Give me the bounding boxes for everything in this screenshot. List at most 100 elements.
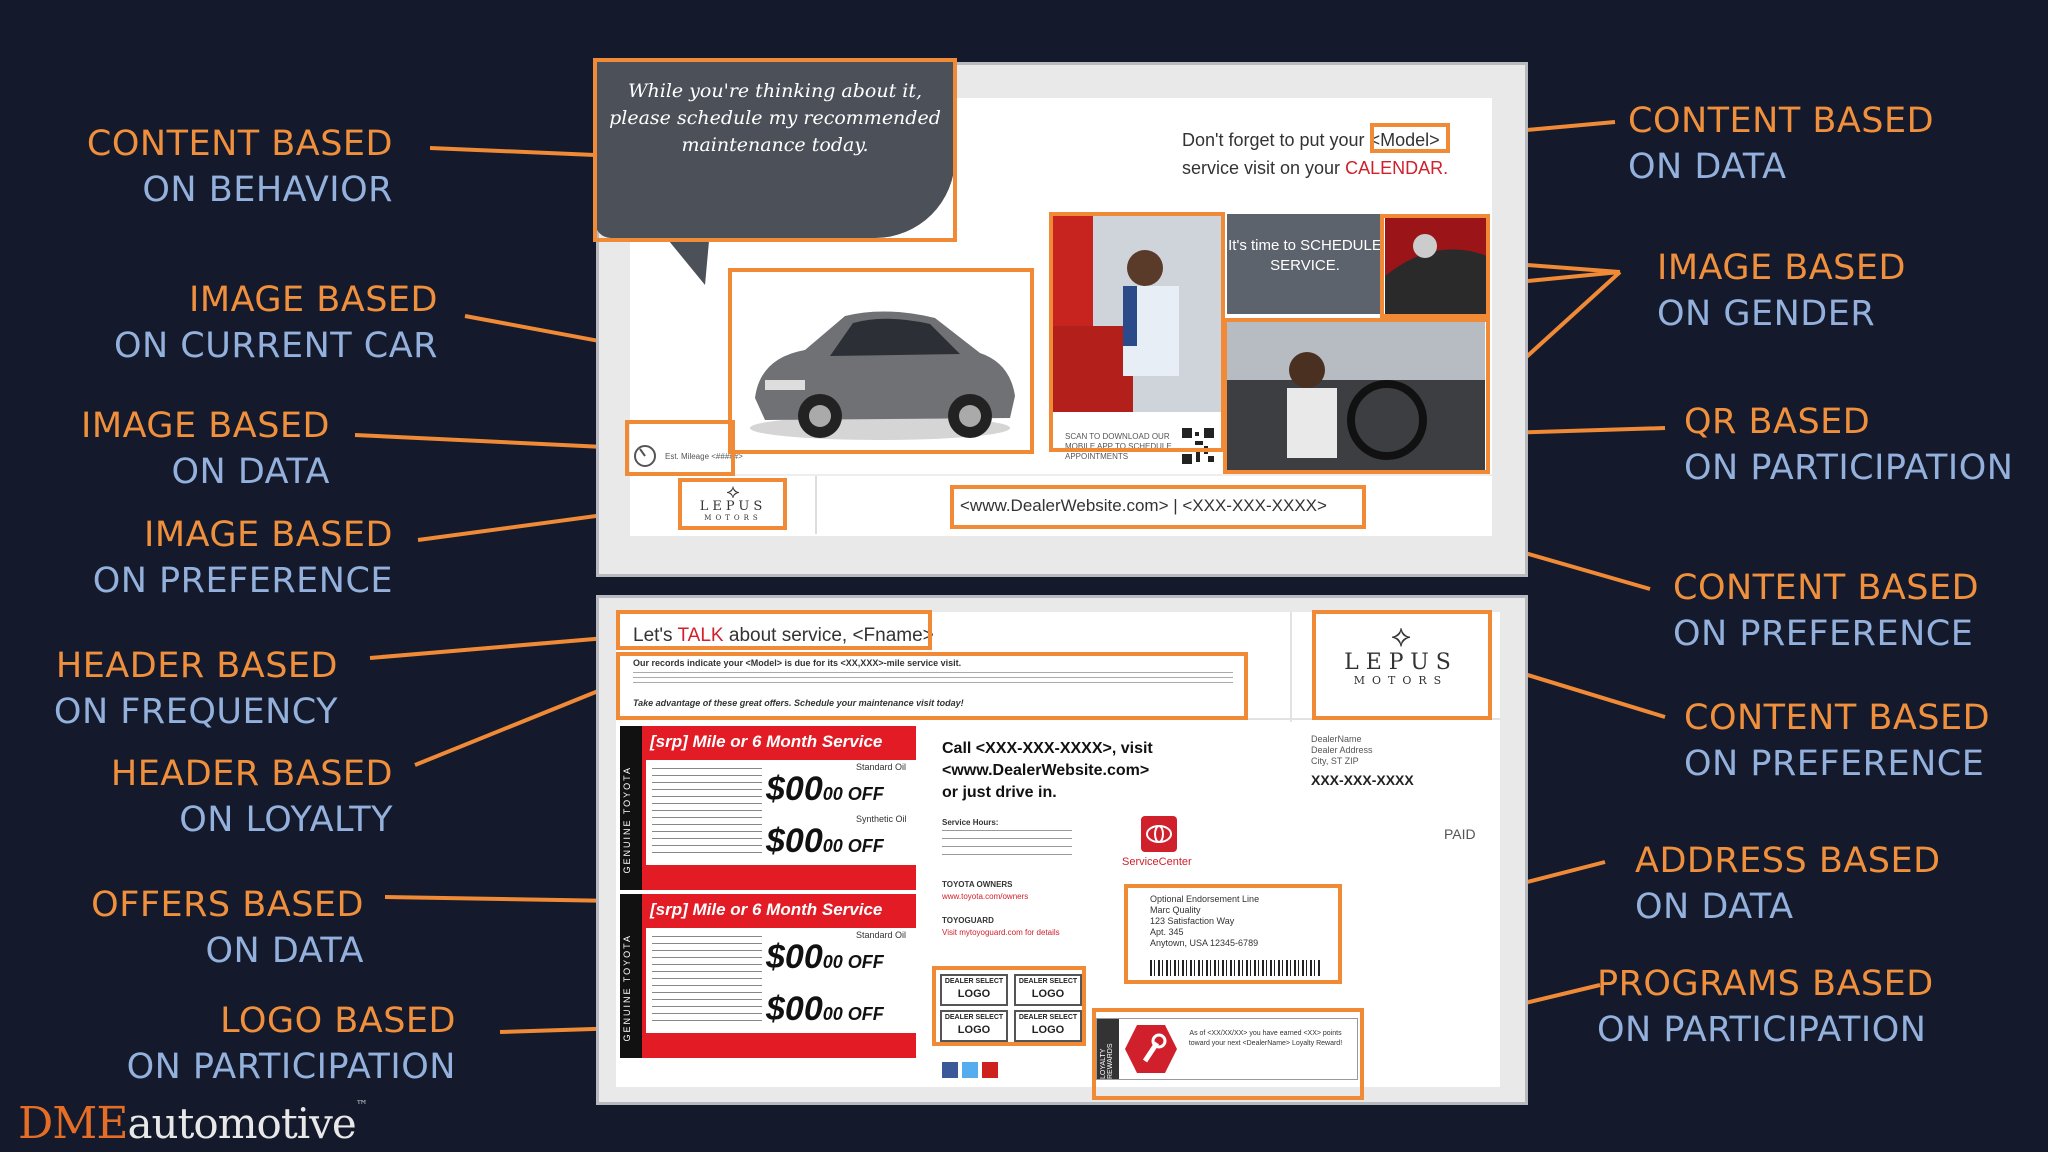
dme-word: DME [18,1098,128,1149]
coupon-side-bar [620,894,642,1058]
logo-mark: ⟡ [726,479,740,503]
calendar-text: Don't forget to put your [1182,130,1365,150]
price-dollars: $00 [766,770,823,808]
label-line: ON GENDER [1657,294,1876,334]
logo-top: DEALER SELECT [944,1014,1004,1021]
label-image-based-on-current-car: IMAGE BASED ON CURRENT CAR [60,277,438,369]
label-line: CONTENT BASED [1673,568,1980,608]
label-line: ON PREFERENCE [92,561,393,601]
dealer-select-logo: DEALER SELECT LOGO [940,1010,1008,1042]
divider [1290,612,1292,722]
coupon-2: GENUINE TOYOTA [srp] Mile or 6 Month Ser… [620,894,926,1058]
dealer-city: City, ST ZIP [1311,756,1359,766]
label-image-based-on-data: IMAGE BASED ON DATA [40,403,330,495]
divider [630,474,1492,476]
logo-word: LEPUS [699,499,767,514]
highlight-gender-2 [1380,214,1490,318]
label-content-based-on-preference: CONTENT BASED ON PREFERENCE [1673,565,1979,657]
coupon-title: [srp] Mile or 6 Month Service [650,900,883,919]
body-text: Our records indicate your <Model> is due… [633,658,962,668]
label-header-based-on-frequency: HEADER BASED ON FREQUENCY [40,643,338,735]
coupon-fine-print [652,936,762,1026]
toyota-owners: TOYOTA OWNERS [942,880,1013,889]
label-line: IMAGE BASED [144,515,393,555]
schedule-service-box: It's time to SCHEDULE SERVICE. [1227,214,1383,314]
label-line: IMAGE BASED [189,280,438,320]
website-phone: <www.DealerWebsite.com> | <XXX-XXX-XXXX> [960,496,1327,515]
label-line: HEADER BASED [55,646,338,686]
label-line: OFFERS BASED [91,885,364,925]
dealer-phone: XXX-XXX-XXXX [1311,772,1414,788]
driver-photo [1227,320,1485,470]
label-header-based-on-loyalty: HEADER BASED ON LOYALTY [60,751,393,843]
label-content-based-on-data: CONTENT BASED ON DATA [1628,98,1934,190]
coupon-label: Standard Oil [856,930,907,940]
service-hours-title: Service Hours: [942,818,999,827]
coupon-label: Standard Oil [856,762,907,772]
header-text: Let's [633,625,673,646]
address-line: Anytown, USA 12345-6789 [1150,938,1259,948]
price-cents: 00 OFF [822,952,884,972]
coupon-price: $0000 OFF [766,990,884,1029]
label-line: ON DATA [1628,147,1787,187]
label-line: ON PARTICIPATION [1684,448,2014,488]
highlight-loyalty [616,652,1248,720]
logo-top: DEALER SELECT [944,978,1004,985]
logo-main: LOGO [1031,1024,1065,1036]
offer-cta: Take advantage of these great offers. Sc… [633,698,964,708]
car-image [750,311,1015,440]
model-placeholder: <Model> [1369,130,1440,150]
body-text-lines [633,672,1233,686]
back-header: Let's TALK about service, <Fname> [633,625,934,647]
logo-mark: ⟡ [1391,619,1411,654]
coupon-title: [srp] Mile or 6 Month Service [650,732,883,751]
highlight-model [1370,123,1450,153]
label-line: CONTENT BASED [1684,698,1991,738]
label-line: QR BASED [1684,402,1871,442]
loyalty-text: As of <XX/XX/XX> you have earned <XX> po… [1188,1030,1343,1047]
logo-top: DEALER SELECT [1018,978,1078,985]
label-line: IMAGE BASED [1657,248,1906,288]
address-line: Apt. 345 [1150,927,1184,937]
mechanic-photo [1053,216,1221,412]
qr-caption: SCAN TO DOWNLOAD OUR MOBILE APP TO SCHED… [1065,432,1172,461]
logo-main: LOGO [957,1024,991,1036]
logo-sub: MOTORS [1353,674,1449,687]
address-line: 123 Satisfaction Way [1150,916,1235,926]
twitter-icon [962,1062,978,1078]
toyota-owners-url: www.toyota.com/owners [942,892,1029,901]
label-line: ON PARTICIPATION [1597,1010,1927,1050]
service-hours-lines [942,830,1072,860]
label-line: ON PREFERENCE [1684,744,1985,784]
speech-bubble-tail [660,230,710,285]
label-line: ON PREFERENCE [1673,614,1974,654]
mailing-address: Optional Endorsement Line Marc Quality 1… [1150,894,1259,949]
highlight-data [625,420,735,476]
label-line: CONTENT BASED [1628,101,1935,141]
automotive-word: automotive [127,1099,356,1148]
mileage-text: Est. Mileage <#####> [665,452,743,461]
highlight-gender-3 [1223,318,1490,474]
label-line: CONTENT BASED [86,124,393,164]
coupon-price: $0000 OFF [766,822,884,861]
header-text: about service, <Fname> [728,625,934,646]
logo-main: LOGO [957,988,991,1000]
qr-code [1180,426,1216,466]
highlight-address [1124,884,1342,984]
divider [815,474,817,534]
gauge-icon [634,445,656,467]
wrench-icon [1125,1025,1177,1073]
coupon-side-text: GENUINE TOYOTA [622,766,632,874]
highlight-current-car [728,268,1034,454]
coupon-fine-print [652,768,762,858]
highlight-logos [932,966,1086,1046]
label-offers-based-on-data: OFFERS BASED ON DATA [60,882,364,974]
service-center-label: ServiceCenter [1122,856,1192,868]
price-cents: 00 OFF [822,1004,884,1024]
coupon-body: Standard Oil $0000 OFF $0000 OFF [646,928,926,1033]
logo-word: LEPUS [1344,650,1458,675]
coupon-price: $0000 OFF [766,770,884,809]
price-dollars: $00 [766,938,823,976]
dme-automotive-logo: DMEautomotive™ [18,1098,368,1149]
address-line: Marc Quality [1150,905,1201,915]
